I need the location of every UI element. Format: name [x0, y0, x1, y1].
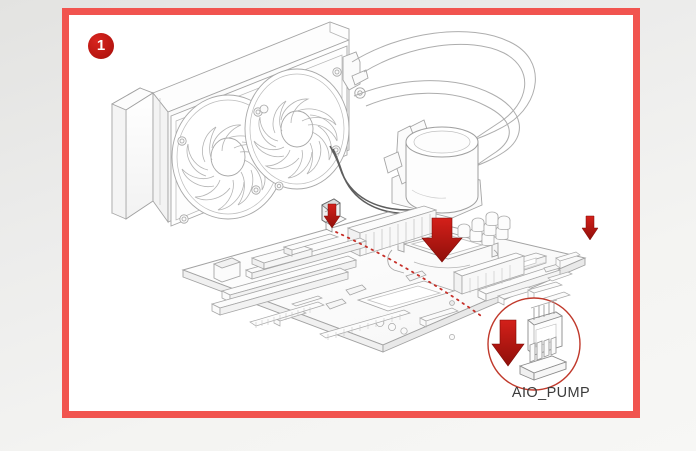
figure-frame: [62, 8, 640, 418]
aio-pump-label: AIO_PUMP: [511, 385, 591, 401]
step-number-badge: 1: [88, 33, 114, 59]
